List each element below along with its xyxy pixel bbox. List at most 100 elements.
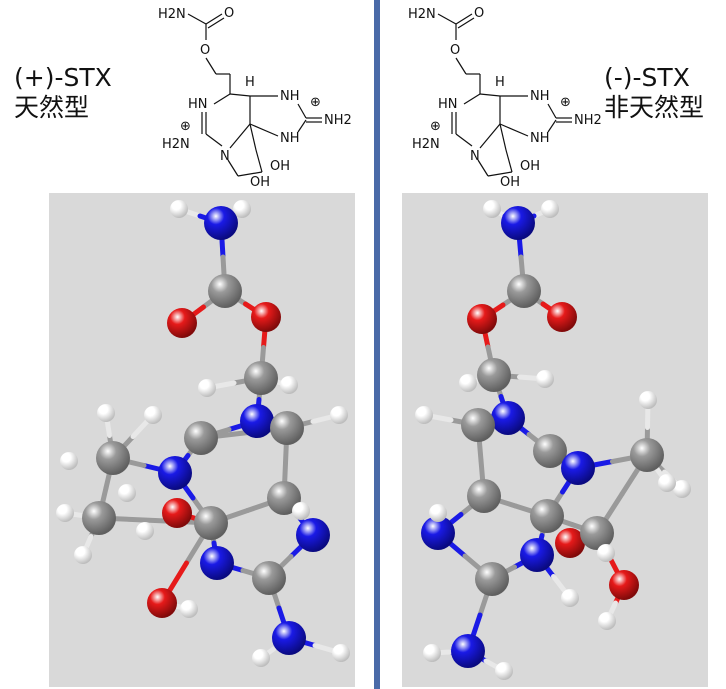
- right-atoms: [415, 200, 691, 680]
- left-carbon-atom-6: [244, 361, 278, 395]
- left-hydrogen-atom-13: [144, 406, 162, 424]
- right-hydrogen-atom-27: [561, 589, 579, 607]
- right-hydrogen-atom-11: [639, 391, 657, 409]
- left-hn: HN: [188, 97, 208, 112]
- right-isomer-type: 非天然型: [604, 93, 705, 122]
- right-h-label: H: [495, 75, 505, 90]
- left-o-ester: O: [200, 43, 210, 58]
- right-nitrogen-atom-9: [491, 401, 525, 435]
- left-oxygen-atom-5: [251, 302, 281, 332]
- right-hydrogen-atom-29: [598, 612, 616, 630]
- right-nh-right: NH: [530, 89, 550, 104]
- left-nh2: NH2: [324, 113, 352, 128]
- right-hydrogen-atom-17: [658, 474, 676, 492]
- left-h2n-top: H2N: [158, 7, 186, 22]
- panel-divider: [374, 0, 380, 689]
- right-h2n-top: H2N: [408, 7, 436, 22]
- right-carbon-atom-3: [507, 274, 541, 308]
- left-carbon-atom-21: [194, 506, 228, 540]
- left-carbon-atom-19: [267, 481, 301, 515]
- right-isomer-label: (-)-STX 非天然型: [604, 63, 704, 123]
- left-nh-lower: NH: [280, 131, 300, 146]
- left-isomer-name: (+)-STX: [14, 63, 112, 92]
- right-carbon-atom-22: [580, 516, 614, 550]
- left-nitrogen-atom-26: [296, 518, 330, 552]
- right-plus-1: ⊕: [560, 95, 571, 110]
- right-carbon-atom-6: [477, 358, 511, 392]
- right-oxygen-atom-5: [547, 302, 577, 332]
- right-hydrogen-atom-7: [459, 374, 477, 392]
- left-n: N: [220, 149, 230, 164]
- left-carbon-atom-28: [252, 561, 286, 595]
- right-nitrogen-atom-2: [501, 206, 535, 240]
- right-o-top: O: [474, 6, 484, 21]
- right-hydrogen-atom-1: [541, 200, 559, 218]
- left-hydrogen-atom-33: [252, 649, 270, 667]
- right-carbon-atom-10: [461, 408, 495, 442]
- left-hydrogen-atom-8: [280, 376, 298, 394]
- left-h-label: H: [245, 75, 255, 90]
- left-nitrogen-atom-2: [204, 206, 238, 240]
- right-hydrogen-atom-32: [495, 662, 513, 680]
- right-nitrogen-atom-14: [561, 451, 595, 485]
- left-hydrogen-atom-29: [74, 546, 92, 564]
- left-oh-1: OH: [270, 159, 290, 174]
- left-plus-1: ⊕: [310, 95, 321, 110]
- left-hydrogen-atom-31: [180, 600, 198, 618]
- left-hydrogen-atom-1: [233, 200, 251, 218]
- left-structural-formula: H2N O O H HN NH ⊕ NH2 ⊕ H2N NH N OH OH: [158, 6, 352, 190]
- left-hydrogen-atom-18: [118, 484, 136, 502]
- left-nitrogen-atom-15: [158, 456, 192, 490]
- left-atoms: [56, 200, 350, 667]
- left-isomer-label: (+)-STX 天然型: [14, 63, 112, 123]
- left-plus-2: ⊕: [180, 119, 191, 134]
- right-hydrogen-atom-8: [536, 370, 554, 388]
- right-carbon-atom-26: [475, 562, 509, 596]
- right-n: N: [470, 149, 480, 164]
- right-carbon-atom-19: [530, 499, 564, 533]
- right-structural-formula: H2N O O H HN NH ⊕ NH2 ⊕ H2N NH N OH OH: [408, 6, 602, 190]
- left-nitrogen-atom-32: [272, 621, 306, 655]
- left-oxygen-atom-30: [147, 588, 177, 618]
- left-hydrogen-atom-7: [198, 379, 216, 397]
- left-o-top: O: [224, 6, 234, 21]
- right-nitrogen-atom-30: [451, 634, 485, 668]
- right-oh-1: OH: [520, 159, 540, 174]
- left-ball-and-stick-model: [56, 200, 350, 667]
- left-nitrogen-atom-27: [200, 546, 234, 580]
- right-carbon-atom-15: [630, 438, 664, 472]
- right-nh-lower: NH: [530, 131, 550, 146]
- right-nitrogen-atom-24: [520, 538, 554, 572]
- left-nh-right: NH: [280, 89, 300, 104]
- right-plus-2: ⊕: [430, 119, 441, 134]
- left-hydrogen-atom-0: [170, 200, 188, 218]
- right-oxygen-atom-4: [467, 304, 497, 334]
- left-isomer-type: 天然型: [14, 93, 90, 122]
- left-hydrogen-atom-24: [56, 504, 74, 522]
- left-carbon-atom-3: [208, 274, 242, 308]
- right-carbon-atom-18: [467, 479, 501, 513]
- left-carbon-atom-16: [96, 441, 130, 475]
- left-carbon-atom-23: [82, 501, 116, 535]
- right-hydrogen-atom-16: [673, 480, 691, 498]
- right-hydrogen-atom-23: [429, 504, 447, 522]
- right-ball-and-stick-model: [415, 200, 691, 680]
- left-hydrogen-atom-17: [60, 452, 78, 470]
- left-carbon-atom-11: [270, 411, 304, 445]
- right-nh2: NH2: [574, 113, 602, 128]
- left-hydrogen-atom-25: [136, 522, 154, 540]
- right-nitrogen-atom-20: [421, 516, 455, 550]
- right-hydrogen-atom-25: [597, 544, 615, 562]
- right-oxygen-atom-28: [609, 570, 639, 600]
- right-h2n-bottom: H2N: [412, 137, 440, 152]
- left-carbon-atom-10: [184, 421, 218, 455]
- right-oxygen-atom-21: [555, 528, 585, 558]
- right-o-ester: O: [450, 43, 460, 58]
- right-carbon-atom-13: [533, 434, 567, 468]
- right-hydrogen-atom-0: [483, 200, 501, 218]
- right-hn: HN: [438, 97, 458, 112]
- left-hydrogen-atom-12: [97, 404, 115, 422]
- right-oh-2: OH: [500, 175, 520, 190]
- left-hydrogen-atom-14: [330, 406, 348, 424]
- right-isomer-name: (-)-STX: [604, 63, 690, 92]
